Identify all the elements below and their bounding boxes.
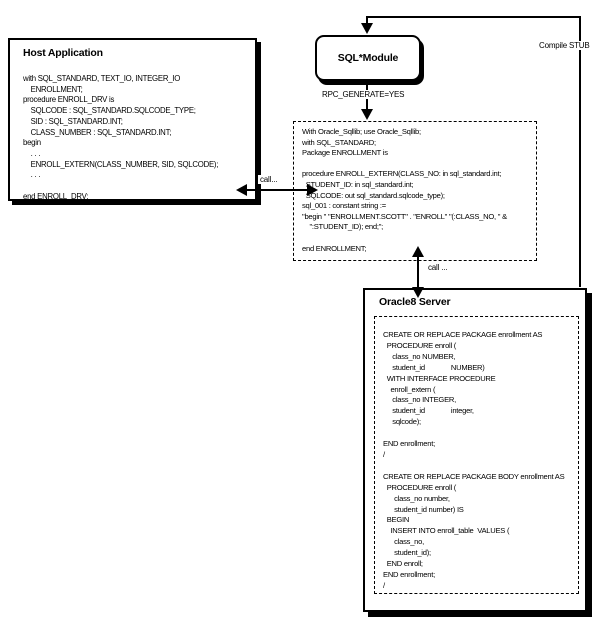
host-application-box: Host Application with SQL_STANDARD, TEXT… xyxy=(8,38,257,201)
host-application-code: with SQL_STANDARD, TEXT_IO, INTEGER_IO E… xyxy=(23,74,219,201)
compile-stub-label: Compile STUB xyxy=(537,41,592,50)
arrow-down-icon xyxy=(361,23,373,34)
rpc-generate-label: RPC_GENERATE=YES xyxy=(320,90,407,99)
oracle8-server-title: Oracle8 Server xyxy=(379,296,451,308)
rpc-generate-arrow xyxy=(361,81,373,120)
sql-module-title: SQL*Module xyxy=(337,52,399,64)
call-left-label: call... xyxy=(258,175,280,184)
server-inner-dashed-box: CREATE OR REPLACE PACKAGE enrollment AS … xyxy=(374,316,579,594)
host-application-title: Host Application xyxy=(23,47,103,59)
generated-code-box: With Oracle_Sqllib; use Oracle_Sqllib; w… xyxy=(293,121,537,261)
sql-module-box: SQL*Module xyxy=(315,35,421,81)
server-code: CREATE OR REPLACE PACKAGE enrollment AS … xyxy=(383,330,565,590)
generated-code: With Oracle_Sqllib; use Oracle_Sqllib; w… xyxy=(302,127,507,253)
call-right-label: call ... xyxy=(426,263,450,272)
arrow-down-icon xyxy=(361,109,373,120)
